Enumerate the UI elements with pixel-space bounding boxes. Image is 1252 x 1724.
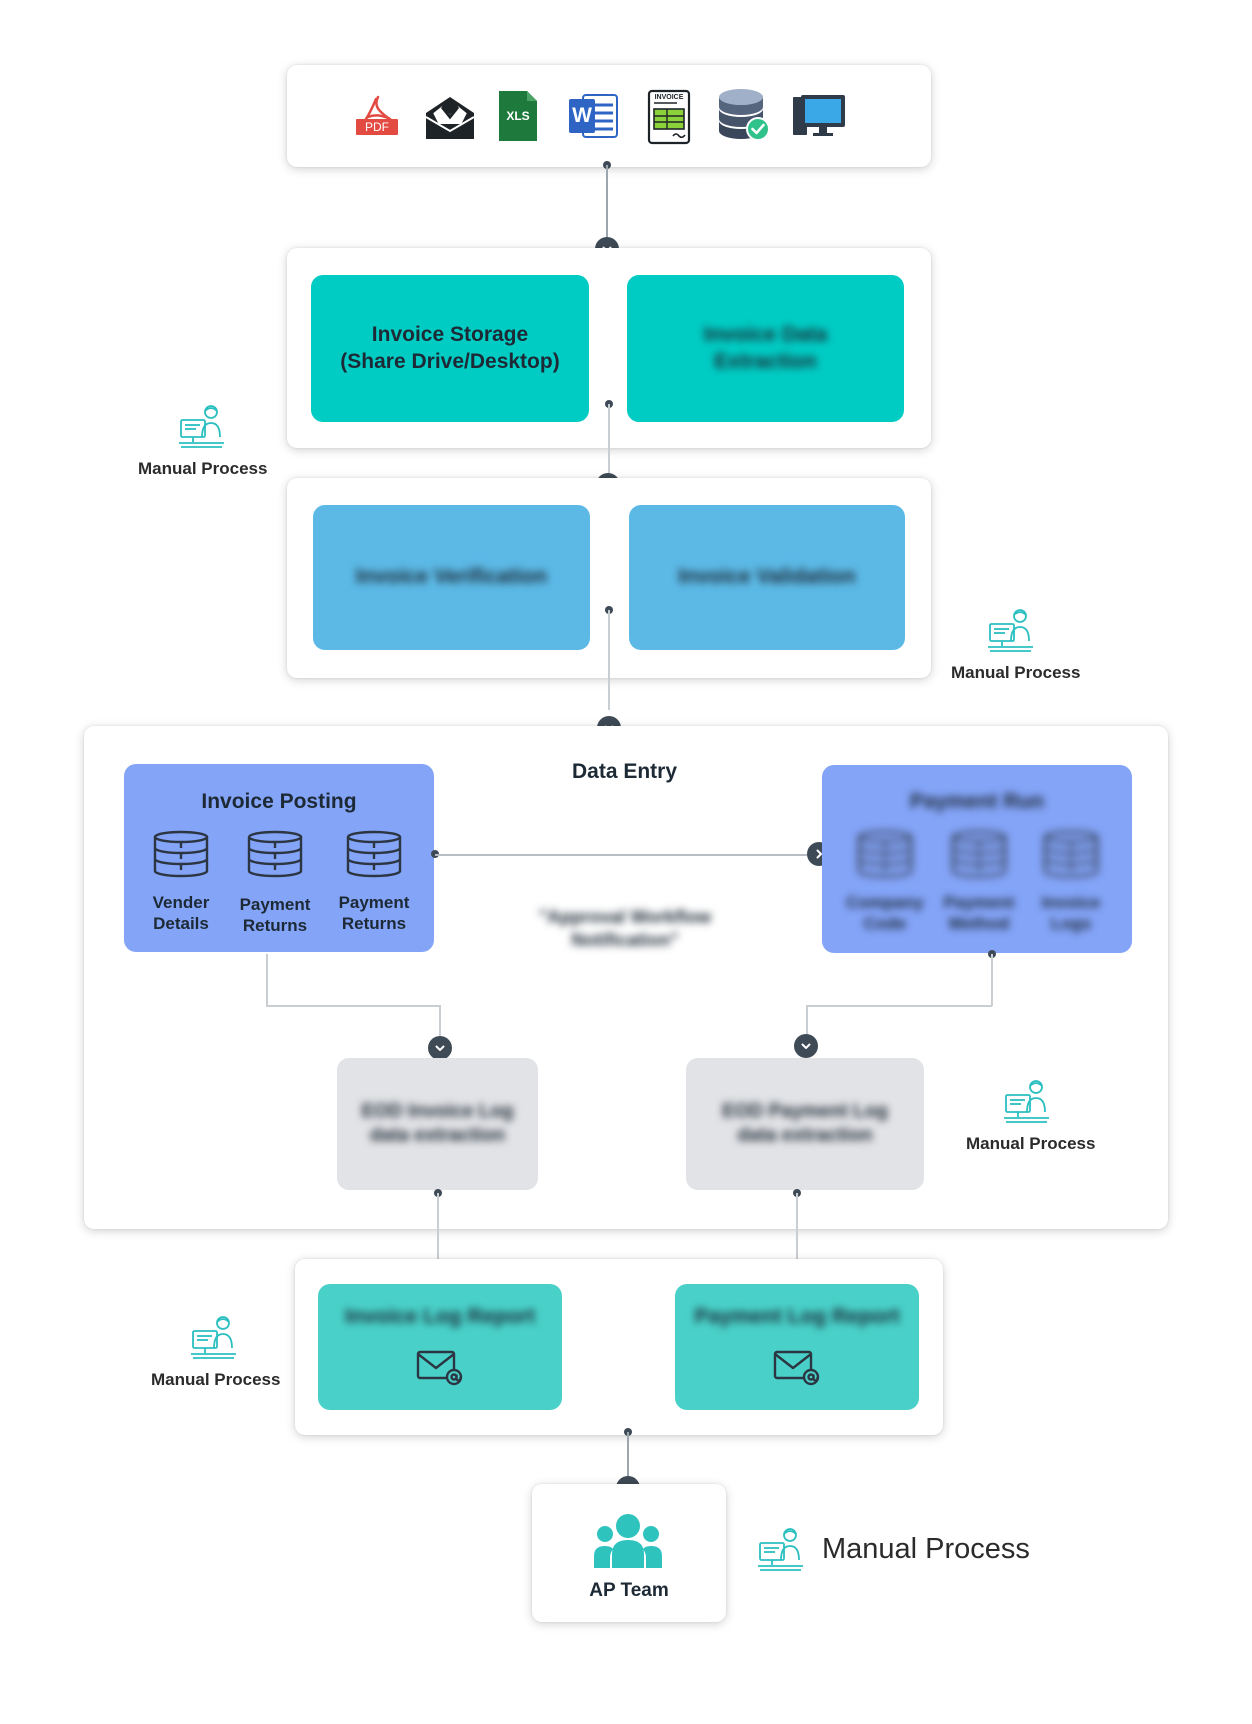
invoice-data-extraction-box: Invoice Data Extraction [627,275,904,422]
company-code-item: Company Code [846,830,924,935]
manual-process-icon [190,1314,238,1360]
payment-returns-item: Payment Returns [333,830,415,935]
approval-workflow-note: "Approval Workflow Notification" [538,907,712,951]
xls-icon: XLS [497,89,539,143]
eod-payment-log-label: EOD Payment Log data extraction [722,1101,888,1146]
xls-label: XLS [506,109,530,123]
connector-line [439,1005,441,1041]
connector-line [435,854,807,856]
invoice-validation-box: Invoice Validation [629,505,905,650]
source-files-card: PDF XLS W [287,65,931,167]
vendor-details-label: Vender Details [152,893,210,934]
invoice-label: INVOICE [654,94,684,101]
word-icon: W [567,93,619,139]
desktop-computer-icon [791,93,847,139]
payment-method-label: Payment Method [943,893,1015,934]
database-icon [1041,830,1101,878]
company-code-label: Company Code [846,893,924,934]
invoice-document-icon: INVOICE [647,89,691,145]
connector-line [606,165,608,239]
invoice-logs-item: Invoice Logs [1035,830,1107,935]
invoice-posting-title: Invoice Posting [201,790,357,813]
connector-line [437,1193,439,1283]
connector-line [266,1005,440,1007]
payment-returns-item: Payment Returns [234,830,316,937]
eod-invoice-log-box: EOD Invoice Log data extraction [337,1058,538,1190]
connector-line [266,954,268,1006]
connector-line [796,1193,798,1283]
email-at-icon [773,1350,821,1386]
manual-process-icon [757,1526,805,1572]
invoice-verification-label: Invoice Verification [355,565,548,589]
vendor-details-item: Vender Details [146,830,216,935]
database-icon [855,830,915,878]
manual-process-label: Manual Process [951,663,1081,682]
manual-process-label: Manual Process [822,1533,1030,1565]
manual-process-icon [178,403,226,449]
invoice-posting-box [124,764,434,952]
payment-log-report-box: Payment Log Report [675,1284,919,1410]
chevron-down-icon [428,1036,452,1060]
connector-line [608,404,610,484]
payment-run-box [822,765,1132,953]
team-icon [594,1514,662,1568]
database-check-icon [717,87,771,143]
email-at-icon [416,1350,464,1386]
connector-line [806,1005,992,1007]
database-icon [245,830,305,878]
manual-process-icon [1003,1078,1051,1124]
invoice-storage-box: Invoice Storage (Share Drive/Desktop) [311,275,589,422]
connector-line [991,954,993,1006]
payment-returns-label: Payment Returns [239,895,311,936]
invoice-verification-box: Invoice Verification [313,505,590,650]
pdf-label: PDF [365,120,389,134]
database-icon [949,830,1009,878]
invoice-log-report-box: Invoice Log Report [318,1284,562,1410]
eod-payment-log-box: EOD Payment Log data extraction [686,1058,924,1190]
database-icon [151,830,211,878]
manual-process-icon [987,607,1035,653]
word-letter: W [572,104,592,127]
ap-team-label: AP Team [589,1580,669,1601]
payment-returns-label: Payment Returns [338,893,410,934]
connector-line [627,1432,629,1488]
invoice-validation-label: Invoice Validation [678,565,856,589]
connector-line [806,1005,808,1041]
manual-process-label: Manual Process [151,1370,281,1389]
database-icon [344,830,404,878]
chevron-down-icon [794,1034,818,1058]
pdf-icon: PDF [356,91,398,141]
invoice-data-extraction-label: Invoice Data Extraction [703,323,828,373]
invoice-logs-label: Invoice Logs [1041,893,1101,934]
payment-log-report-label: Payment Log Report [694,1305,900,1328]
email-icon [422,91,478,143]
invoice-storage-label: Invoice Storage (Share Drive/Desktop) [340,323,560,373]
payment-method-item: Payment Method [943,830,1015,935]
data-entry-title: Data Entry [572,760,678,783]
invoice-log-report-label: Invoice Log Report [344,1305,536,1328]
eod-invoice-log-label: EOD Invoice Log data extraction [361,1101,514,1146]
payment-run-title: Payment Run [909,790,1045,813]
manual-process-label: Manual Process [138,459,268,478]
connector-line [608,610,610,710]
manual-process-label: Manual Process [966,1134,1096,1153]
